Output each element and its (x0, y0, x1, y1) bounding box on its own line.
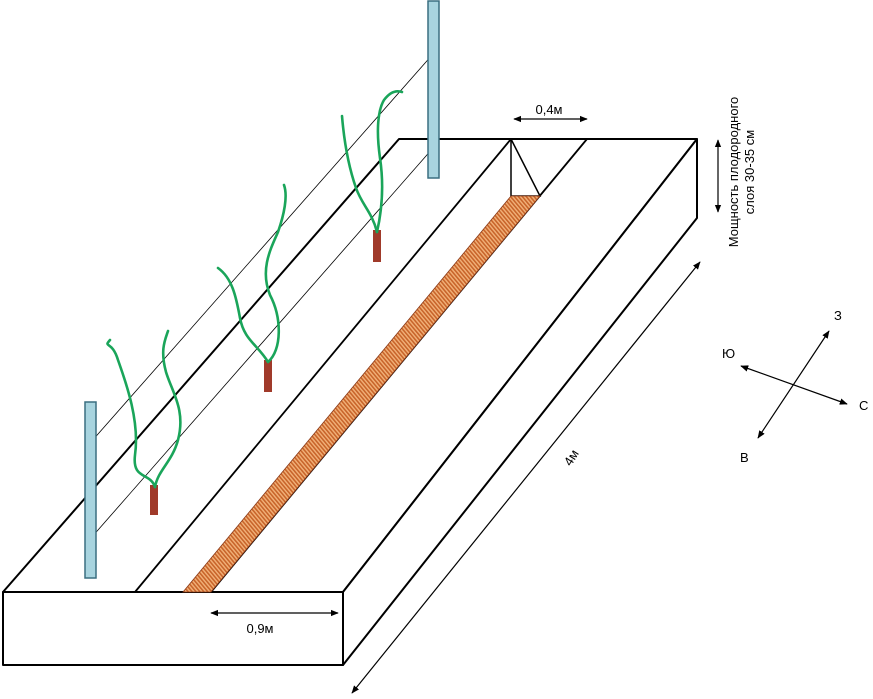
trellis-wires (90, 53, 434, 539)
vine-shoot (375, 89, 404, 234)
dimension-trench-width: 0,4м (513, 102, 588, 123)
grape-vine-icon (216, 183, 287, 392)
bed-front-face (2, 591, 344, 666)
soil-layer-label-line2: слоя 30-35 см (742, 130, 757, 214)
compass-west-label: З (834, 308, 842, 323)
dimension-arrow (351, 261, 701, 694)
trellis-wire-upper (90, 53, 434, 443)
grape-vine-icon (340, 89, 404, 262)
compass-axis-south-north (740, 365, 848, 405)
dimension-bed-width: 0,9м (210, 609, 339, 636)
vine-shoot (153, 329, 182, 489)
compass-east-label: В (740, 450, 749, 465)
trellis-post-icon (427, 0, 440, 179)
vine-stump (373, 230, 381, 262)
bed-length-label: 4м (561, 447, 582, 469)
vine-row (106, 89, 404, 515)
compass-axis-west-east (757, 330, 830, 439)
vine-stump (150, 485, 158, 515)
trellis-post-icon (84, 401, 97, 579)
compass-rose (740, 330, 848, 439)
trellis-wire-lower (90, 147, 434, 539)
vine-shoot (340, 114, 379, 234)
dimension-soil-layer: Мощность плодородного слоя 30-35 см (714, 97, 757, 248)
trench-width-label: 0,4м (535, 102, 562, 117)
bed-width-label: 0,9м (246, 621, 273, 636)
soil-layer-label-line1: Мощность плодородного (726, 97, 741, 248)
bed-top-face (2, 138, 698, 593)
compass-south-label: Ю (722, 346, 735, 361)
compass-north-label: С (859, 398, 868, 413)
vine-row-divider (134, 138, 512, 593)
vine-shoot (106, 338, 157, 489)
vine-stump (264, 360, 272, 392)
grape-vine-icon (106, 329, 182, 515)
vine-shoot (264, 183, 287, 364)
vine-shoot (216, 266, 270, 364)
dimension-bed-length: 4м (351, 261, 701, 694)
